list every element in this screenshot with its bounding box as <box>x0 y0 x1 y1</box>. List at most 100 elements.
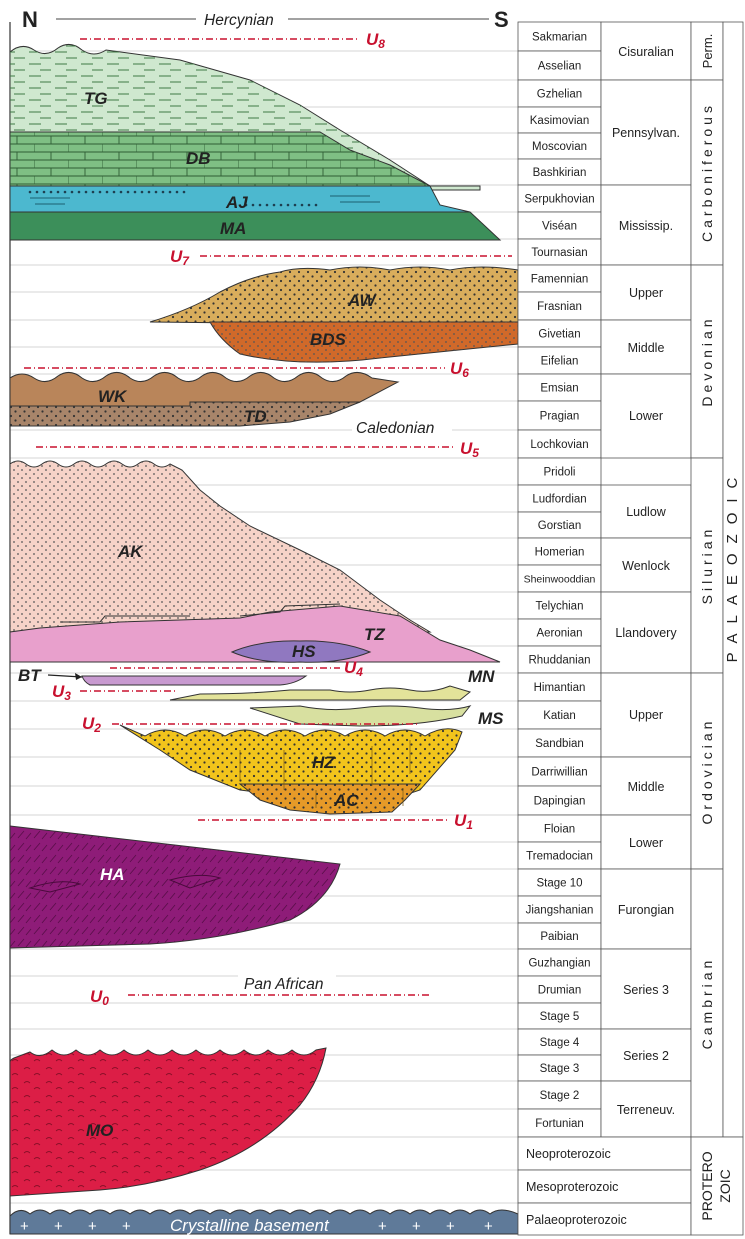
system-cambrian-label: Cambrian <box>699 957 715 1050</box>
series-pennsylvanian-label: Pennsylvan. <box>612 126 680 140</box>
u7-letter: U <box>170 247 183 266</box>
system-carboniferous-label: Carboniferous <box>699 102 715 242</box>
aj-dot <box>287 204 290 207</box>
series-wenlock-label: Wenlock <box>622 559 670 573</box>
proterozoic-label-line-1: PROTERO <box>699 1151 715 1220</box>
u8-subscript: 8 <box>378 37 385 51</box>
basement-cross-mark: + <box>88 1218 97 1235</box>
series-devonian-lower-label: Lower <box>629 409 663 423</box>
formation-hz-label: HZ <box>312 753 335 772</box>
basement-cross-mark: + <box>446 1218 455 1235</box>
series-devonian-upper-label: Upper <box>629 286 663 300</box>
stage-label: Pridoli <box>544 467 576 479</box>
aj-dot <box>155 191 158 194</box>
stage-label: Lochkovian <box>530 439 588 451</box>
aj-dot <box>57 191 60 194</box>
u0-letter: U <box>90 987 103 1006</box>
formation-wk-label: WK <box>98 387 128 406</box>
stage-label: Gorstian <box>538 520 581 532</box>
u2-subscript: 2 <box>93 721 101 735</box>
south-label: S <box>494 7 509 32</box>
basement-cross-mark: + <box>122 1218 131 1235</box>
mesoproterozoic-label: Mesoproterozoic <box>526 1180 618 1194</box>
aj-dot <box>71 191 74 194</box>
series-terreneuvian-label: Terreneuv. <box>617 1103 675 1117</box>
stage-table: SakmarianAsselianGzhelianKasimovianMosco… <box>518 22 601 1137</box>
formation-db-label: DB <box>186 149 211 168</box>
stage-label: Sheinwooddian <box>524 574 596 586</box>
series-series2-label: Series 2 <box>623 1049 669 1063</box>
stage-label: Aeronian <box>536 628 582 640</box>
u4-letter: U <box>344 658 357 677</box>
formation-ma-layer <box>10 212 500 240</box>
aj-dot <box>64 191 67 194</box>
formation-aj-label: AJ <box>225 193 248 212</box>
u8-letter: U <box>366 30 379 49</box>
aj-dot <box>301 204 304 207</box>
formation-ms-label: MS <box>478 709 504 728</box>
stage-label: Drumian <box>538 985 581 997</box>
u4-subscript: 4 <box>355 665 363 679</box>
system-permian-label: Perm. <box>700 34 715 69</box>
stage-label: Famennian <box>531 274 589 286</box>
formation-ak-label: AK <box>117 542 144 561</box>
formation-mn-label: MN <box>468 667 495 686</box>
basement-cross-mark: + <box>378 1218 387 1235</box>
u5-letter: U <box>460 439 473 458</box>
stage-label: Paibian <box>540 931 578 943</box>
stage-label: Stage 4 <box>540 1037 580 1049</box>
system-ordovician-label: Ordovician <box>699 718 715 825</box>
aj-dot <box>148 191 151 194</box>
era-palaeozoic-label: PALAEOZOIC <box>724 468 741 663</box>
stage-label: Gzhelian <box>537 89 582 101</box>
series-ludlow-label: Ludlow <box>626 505 667 519</box>
basement-cross-mark: + <box>412 1218 421 1235</box>
formation-bt-layer <box>82 676 306 685</box>
aj-dot <box>78 191 81 194</box>
series-devonian-middle-label: Middle <box>628 341 665 355</box>
aj-dot <box>43 191 46 194</box>
aj-dot <box>315 204 318 207</box>
formation-td-label: TD <box>244 407 267 426</box>
formation-aw-label: AW <box>347 291 377 310</box>
aj-dot <box>106 191 109 194</box>
series-series3-label: Series 3 <box>623 983 669 997</box>
aj-dot <box>141 191 144 194</box>
stage-label: Himantian <box>534 682 586 694</box>
u6-subscript: 6 <box>462 366 469 380</box>
hercynian-label: Hercynian <box>204 12 274 29</box>
u1-subscript: 1 <box>466 818 473 832</box>
aj-dot <box>294 204 297 207</box>
aj-dot <box>162 191 165 194</box>
system-devonian-label: Devonian <box>699 315 715 406</box>
basement-cross-mark: + <box>54 1218 63 1235</box>
stage-label: Floian <box>544 824 575 836</box>
chronostratigraphic-chart: SakmarianAsselianGzhelianKasimovianMosco… <box>518 22 743 1235</box>
u3-letter: U <box>52 682 65 701</box>
basement-cross-mark: + <box>20 1218 29 1235</box>
stage-label: Moscovian <box>532 141 587 153</box>
aj-dot <box>36 191 39 194</box>
aj-dot <box>183 191 186 194</box>
stage-label: Pragian <box>540 411 580 423</box>
series-ordovician-middle-label: Middle <box>628 780 665 794</box>
stage-label: Sakmarian <box>532 32 587 44</box>
aj-dot <box>273 204 276 207</box>
formation-ac-label: AC <box>333 791 359 810</box>
stage-label: Givetian <box>538 329 580 341</box>
stage-label: Tremadocian <box>526 851 593 863</box>
system-silurian-label: Silurian <box>699 526 715 605</box>
crystalline-basement-label: Crystalline basement <box>170 1216 330 1235</box>
formation-ma-label: MA <box>220 219 246 238</box>
aj-dot <box>266 204 269 207</box>
u3-subscript: 3 <box>64 689 71 703</box>
formation-tz-label: TZ <box>364 625 385 644</box>
aj-dot <box>85 191 88 194</box>
stage-label: Jiangshanian <box>526 905 594 917</box>
stage-label: Bashkirian <box>533 167 587 179</box>
stage-label: Stage 10 <box>536 878 582 890</box>
stage-label: Stage 3 <box>540 1063 580 1075</box>
stage-label: Telychian <box>536 601 584 613</box>
formation-tg-label: TG <box>84 89 108 108</box>
stage-label: Fortunian <box>535 1118 584 1130</box>
